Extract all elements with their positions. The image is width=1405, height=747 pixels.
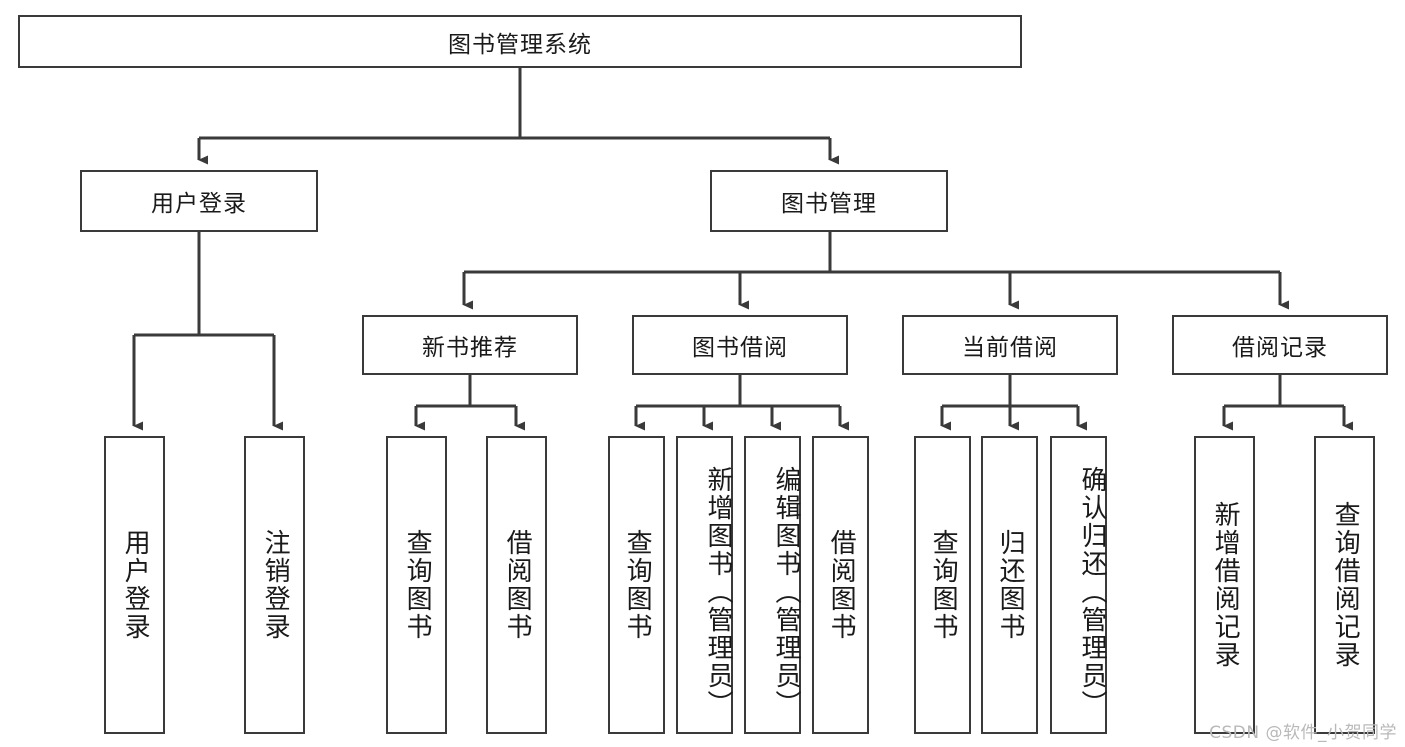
node-label: 借阅记录 <box>1232 335 1328 361</box>
node-label: 借阅图书 <box>826 529 857 641</box>
node-label: 用户登录 <box>120 529 151 641</box>
node-leaf-confirm-return[interactable]: 确认归还（管理员） <box>1050 436 1107 734</box>
node-leaf-user-login[interactable]: 用户登录 <box>104 436 165 734</box>
node-leaf-borrow-book-1[interactable]: 借阅图书 <box>486 436 547 734</box>
node-label: 当前借阅 <box>962 335 1058 361</box>
node-leaf-query-book-1[interactable]: 查询图书 <box>386 436 447 734</box>
node-label: 确认归还（管理员） <box>1077 466 1107 718</box>
node-label: 图书借阅 <box>692 335 788 361</box>
node-label: 查询借阅记录 <box>1330 501 1361 669</box>
node-leaf-borrow-book-2[interactable]: 借阅图书 <box>812 436 869 734</box>
node-user-login[interactable]: 用户登录 <box>80 170 318 232</box>
node-label: 借阅图书 <box>502 529 533 641</box>
node-borrow-record[interactable]: 借阅记录 <box>1172 315 1388 375</box>
node-root-system[interactable]: 图书管理系统 <box>18 15 1022 68</box>
node-leaf-query-book-3[interactable]: 查询图书 <box>914 436 971 734</box>
node-label: 新增图书（管理员） <box>703 466 733 718</box>
node-leaf-add-book[interactable]: 新增图书（管理员） <box>676 436 733 734</box>
node-new-book-recommend[interactable]: 新书推荐 <box>362 315 578 375</box>
node-label: 查询图书 <box>928 529 959 641</box>
node-leaf-return-book[interactable]: 归还图书 <box>981 436 1038 734</box>
node-leaf-query-record[interactable]: 查询借阅记录 <box>1314 436 1375 734</box>
node-book-borrow[interactable]: 图书借阅 <box>632 315 848 375</box>
node-leaf-logout[interactable]: 注销登录 <box>244 436 305 734</box>
node-label: 新增借阅记录 <box>1210 501 1241 669</box>
node-label: 用户登录 <box>151 191 247 217</box>
node-current-borrow[interactable]: 当前借阅 <box>902 315 1118 375</box>
node-label: 新书推荐 <box>422 335 518 361</box>
node-book-manage[interactable]: 图书管理 <box>710 170 948 232</box>
node-leaf-query-book-2[interactable]: 查询图书 <box>608 436 665 734</box>
node-leaf-add-record[interactable]: 新增借阅记录 <box>1194 436 1255 734</box>
node-label: 注销登录 <box>260 529 291 641</box>
node-label: 归还图书 <box>995 529 1026 641</box>
node-label: 查询图书 <box>402 529 433 641</box>
node-label: 图书管理 <box>781 191 877 217</box>
node-leaf-edit-book[interactable]: 编辑图书（管理员） <box>744 436 801 734</box>
node-label: 查询图书 <box>622 529 653 641</box>
node-label: 编辑图书（管理员） <box>771 466 801 718</box>
node-label: 图书管理系统 <box>448 31 592 58</box>
